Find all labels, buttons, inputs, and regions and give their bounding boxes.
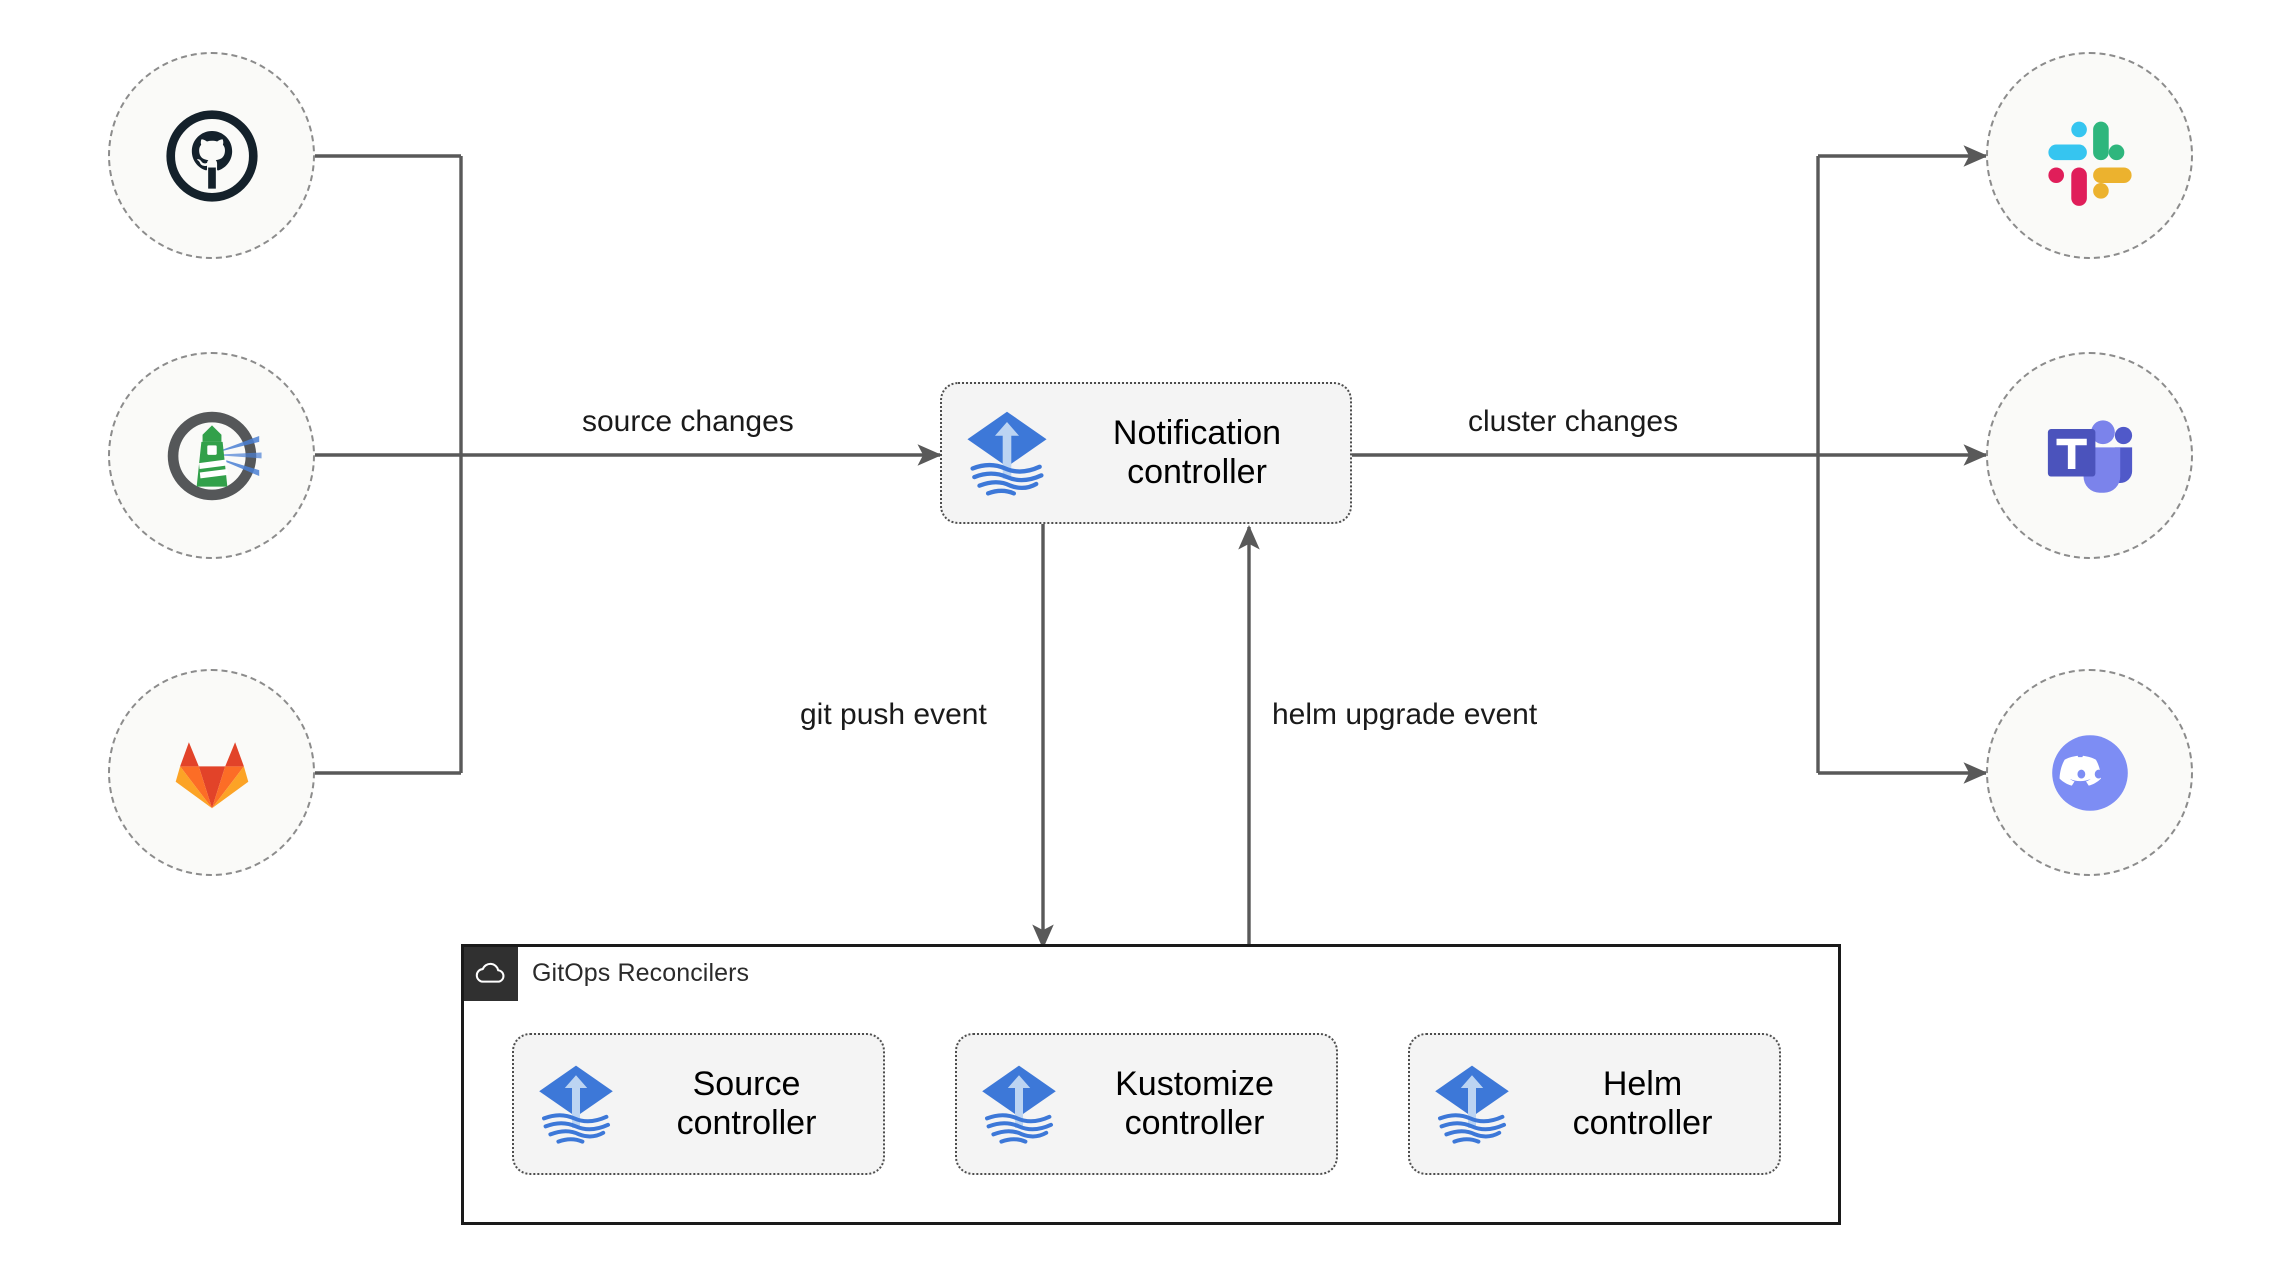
- notification-controller-box[interactable]: Notification controller: [940, 382, 1352, 524]
- source-controller-label: Source controller: [676, 1064, 817, 1142]
- flux-controller-icon: [967, 411, 1047, 496]
- github-icon: [165, 109, 258, 202]
- source-node-gitlab[interactable]: [108, 669, 315, 876]
- slack-icon: [2047, 121, 2132, 206]
- kustomize-controller-box[interactable]: Kustomize controller: [955, 1033, 1338, 1175]
- helm-controller-box[interactable]: Helm controller: [1408, 1033, 1781, 1175]
- edge-label-helm-upgrade-event: helm upgrade event: [1272, 698, 1538, 731]
- flux-controller-icon: [1435, 1065, 1509, 1144]
- kustomize-controller-label: Kustomize controller: [1115, 1064, 1274, 1142]
- source-controller-box[interactable]: Source controller: [512, 1033, 885, 1175]
- gitops-reconcilers-badge: [464, 947, 518, 1001]
- flux-controller-icon: [539, 1065, 613, 1144]
- edge-label-source-changes: source changes: [582, 405, 794, 438]
- destination-node-discord[interactable]: [1986, 669, 2193, 876]
- cloud-icon: [475, 962, 505, 983]
- edge-label-git-push-event: git push event: [800, 698, 987, 731]
- notification-controller-label: Notification controller: [1112, 413, 1282, 491]
- microsoft-teams-icon: [2047, 419, 2132, 493]
- discord-icon: [2051, 734, 2128, 811]
- source-node-github[interactable]: [108, 52, 315, 259]
- flux-lighthouse-icon: [167, 411, 262, 500]
- helm-controller-label: Helm controller: [1572, 1064, 1713, 1142]
- source-node-flux[interactable]: [108, 352, 315, 559]
- gitops-reconcilers-title: GitOps Reconcilers: [532, 959, 750, 987]
- destination-node-teams[interactable]: [1986, 352, 2193, 559]
- flux-controller-icon: [982, 1065, 1056, 1144]
- destination-node-slack[interactable]: [1986, 52, 2193, 259]
- gitlab-icon: [175, 741, 248, 808]
- edge-label-cluster-changes: cluster changes: [1468, 405, 1679, 438]
